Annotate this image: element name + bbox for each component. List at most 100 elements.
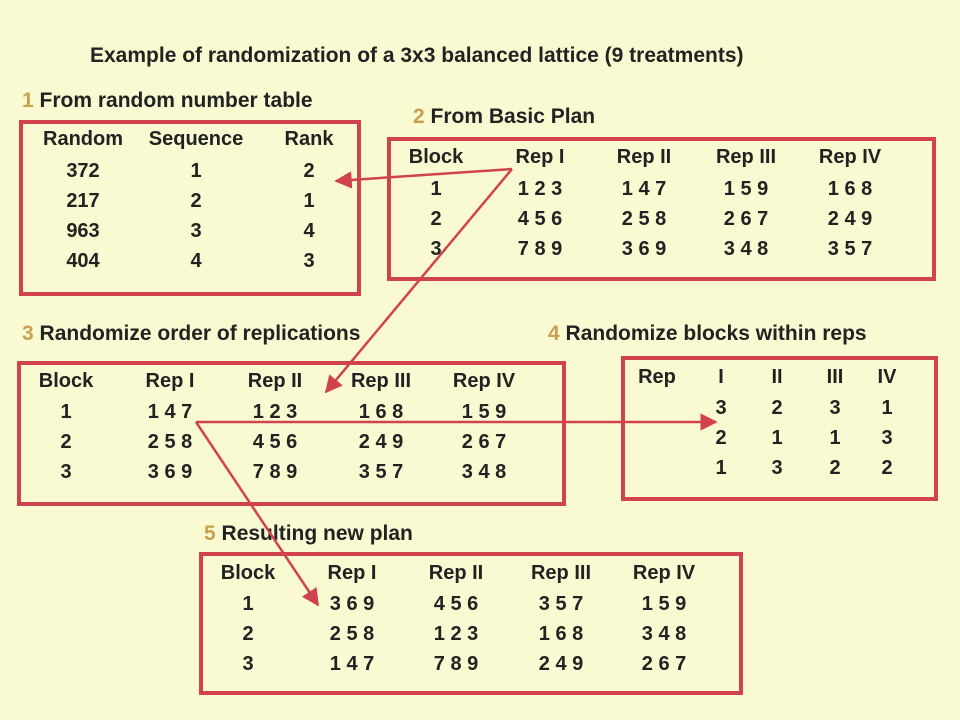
step3-cell-r0-c4: 1 5 9 — [461, 401, 507, 423]
step3-cell-r1-c4: 2 6 7 — [461, 431, 507, 453]
step5-cell-r0-c1: 3 6 9 — [329, 593, 375, 615]
step2-heading: 2 From Basic Plan — [413, 105, 595, 129]
step1-header-2: Rank — [284, 128, 334, 150]
step4-cell-r2-c4: 2 — [881, 457, 893, 479]
step5-box — [199, 552, 743, 695]
step3-cell-r0-c1: 1 4 7 — [147, 401, 193, 423]
step2-number: 2 — [413, 105, 425, 128]
step1-label: From random number table — [39, 89, 313, 112]
step3-cell-r1-c2: 4 5 6 — [252, 431, 298, 453]
step3-heading: 3 Randomize order of replications — [22, 322, 360, 346]
step3-cell-r2-c4: 3 4 8 — [461, 461, 507, 483]
step5-heading: 5 Resulting new plan — [204, 522, 413, 546]
step5-cell-r2-c3: 2 4 9 — [538, 653, 584, 675]
step2-cell-r0-c0: 1 — [430, 178, 442, 200]
step5-cell-r2-c2: 7 8 9 — [433, 653, 479, 675]
step4-header-1: I — [718, 366, 724, 388]
step4-label: Randomize blocks within reps — [565, 322, 867, 345]
step1-header-1: Sequence — [148, 128, 244, 150]
step4-cell-r0-c3: 3 — [829, 397, 841, 419]
step1-cell-r0-c1: 1 — [190, 160, 202, 182]
step2-cell-r1-c3: 2 6 7 — [723, 208, 769, 230]
step4-cell-r1-c2: 1 — [771, 427, 783, 449]
step2-cell-r0-c4: 1 6 8 — [827, 178, 873, 200]
step5-cell-r2-c4: 2 6 7 — [641, 653, 687, 675]
step4-header-3: III — [826, 366, 844, 388]
step2-cell-r2-c3: 3 4 8 — [723, 238, 769, 260]
step3-header-3: Rep III — [350, 370, 412, 392]
step4-cell-r1-c4: 3 — [881, 427, 893, 449]
step2-header-1: Rep I — [515, 146, 565, 168]
step3-header-0: Block — [38, 370, 94, 392]
step1-heading: 1 From random number table — [22, 89, 313, 113]
step2-cell-r2-c4: 3 5 7 — [827, 238, 873, 260]
step1-cell-r2-c2: 4 — [303, 220, 315, 242]
step1-cell-r1-c1: 2 — [190, 190, 202, 212]
step2-cell-r1-c1: 4 5 6 — [517, 208, 563, 230]
step1-number: 1 — [22, 89, 34, 112]
step5-cell-r0-c0: 1 — [242, 593, 254, 615]
step2-header-3: Rep III — [715, 146, 777, 168]
step2-cell-r0-c3: 1 5 9 — [723, 178, 769, 200]
step5-cell-r0-c3: 3 5 7 — [538, 593, 584, 615]
step5-header-3: Rep III — [530, 562, 592, 584]
step5-header-0: Block — [220, 562, 276, 584]
step5-cell-r1-c4: 3 4 8 — [641, 623, 687, 645]
step3-label: Randomize order of replications — [39, 322, 361, 345]
step3-cell-r1-c1: 2 5 8 — [147, 431, 193, 453]
step5-number: 5 — [204, 522, 216, 545]
step5-header-1: Rep I — [327, 562, 377, 584]
step4-cell-r0-c2: 2 — [771, 397, 783, 419]
step1-cell-r2-c1: 3 — [190, 220, 202, 242]
step4-cell-r2-c1: 1 — [715, 457, 727, 479]
step3-cell-r2-c0: 3 — [60, 461, 72, 483]
step3-cell-r2-c2: 7 8 9 — [252, 461, 298, 483]
step4-cell-r1-c3: 1 — [829, 427, 841, 449]
step4-header-2: II — [771, 366, 783, 388]
step1-cell-r3-c0: 404 — [66, 250, 100, 272]
step2-cell-r0-c2: 1 4 7 — [621, 178, 667, 200]
step4-cell-r1-c1: 2 — [715, 427, 727, 449]
step5-cell-r2-c1: 1 4 7 — [329, 653, 375, 675]
step3-cell-r0-c0: 1 — [60, 401, 72, 423]
step4-cell-r2-c3: 2 — [829, 457, 841, 479]
step2-header-4: Rep IV — [818, 146, 882, 168]
step4-cell-r0-c1: 3 — [715, 397, 727, 419]
step1-cell-r2-c0: 963 — [66, 220, 100, 242]
step3-cell-r0-c3: 1 6 8 — [358, 401, 404, 423]
step2-cell-r0-c1: 1 2 3 — [517, 178, 563, 200]
step2-header-0: Block — [408, 146, 464, 168]
step1-cell-r1-c2: 1 — [303, 190, 315, 212]
step1-cell-r1-c0: 217 — [66, 190, 100, 212]
step3-header-1: Rep I — [145, 370, 195, 392]
step5-cell-r2-c0: 3 — [242, 653, 254, 675]
step1-cell-r3-c2: 3 — [303, 250, 315, 272]
step3-header-4: Rep IV — [452, 370, 516, 392]
step4-cell-r0-c4: 1 — [881, 397, 893, 419]
step2-cell-r1-c4: 2 4 9 — [827, 208, 873, 230]
step5-cell-r1-c3: 1 6 8 — [538, 623, 584, 645]
step5-cell-r1-c1: 2 5 8 — [329, 623, 375, 645]
page-title: Example of randomization of a 3x3 balanc… — [90, 44, 744, 67]
step2-cell-r2-c0: 3 — [430, 238, 442, 260]
step2-cell-r2-c2: 3 6 9 — [621, 238, 667, 260]
step3-cell-r2-c3: 3 5 7 — [358, 461, 404, 483]
step4-box — [621, 356, 938, 501]
step5-cell-r0-c4: 1 5 9 — [641, 593, 687, 615]
step4-cell-r2-c2: 3 — [771, 457, 783, 479]
step4-header-4: IV — [877, 366, 897, 388]
step3-header-2: Rep II — [247, 370, 303, 392]
step3-cell-r0-c2: 1 2 3 — [252, 401, 298, 423]
step3-number: 3 — [22, 322, 34, 345]
step5-cell-r1-c0: 2 — [242, 623, 254, 645]
step5-label: Resulting new plan — [221, 522, 413, 545]
step3-cell-r1-c3: 2 4 9 — [358, 431, 404, 453]
step5-cell-r1-c2: 1 2 3 — [433, 623, 479, 645]
step2-cell-r1-c2: 2 5 8 — [621, 208, 667, 230]
step4-number: 4 — [548, 322, 560, 345]
step3-cell-r2-c1: 3 6 9 — [147, 461, 193, 483]
step1-cell-r0-c0: 372 — [66, 160, 100, 182]
step2-label: From Basic Plan — [430, 105, 596, 128]
step1-cell-r0-c2: 2 — [303, 160, 315, 182]
step1-header-0: Random — [43, 128, 123, 150]
